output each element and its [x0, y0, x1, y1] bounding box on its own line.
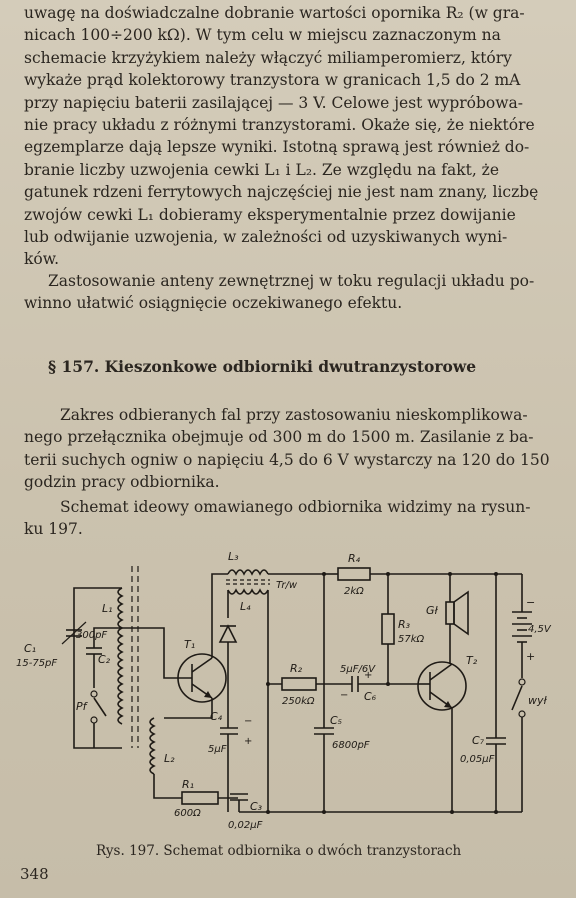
- text-line: wykaże prąd kolektorowy tranzystora w gr…: [24, 71, 521, 90]
- l1-label: L₁: [102, 602, 113, 615]
- capacitor-c3: [230, 793, 248, 801]
- r3-label: R₃: [398, 618, 411, 631]
- text-line: Schemat ideowy omawianego odbiornika wid…: [60, 498, 531, 516]
- text-line: nicach 100÷200 kΩ). W tym celu w miejscu…: [24, 26, 501, 45]
- c6-value: 5μF/6V: [340, 664, 376, 675]
- text-line: nie pracy układu z różnymi tranzystorami…: [24, 116, 535, 135]
- c4-label: C₄: [210, 710, 223, 723]
- variable-capacitor-c1: [61, 621, 87, 645]
- c5-value: 6800pF: [332, 740, 370, 751]
- c4-minus: −: [244, 716, 252, 727]
- r1-value: 600Ω: [174, 808, 201, 819]
- page-number: 348: [20, 865, 49, 883]
- text-line: winno ułatwić osiągnięcie oczekiwanego e…: [24, 294, 403, 313]
- r2-label: R₂: [290, 662, 303, 675]
- pf-label: Pf: [76, 700, 89, 713]
- c1-value: 15-75pF: [16, 658, 57, 669]
- text-line: gatunek rdzeni ferrytowych najczęściej n…: [24, 183, 539, 202]
- c3-label: C₃: [250, 800, 263, 813]
- ferrite-antenna-coil: [117, 566, 139, 748]
- speaker-label: Gł: [426, 604, 439, 617]
- receiver-schematic: C₁ 15-75pF C₂ 300pF L₁ Pf T₁ L₂ R₁ 600Ω: [16, 550, 552, 831]
- c7-value: 0,05μF: [460, 754, 495, 765]
- l3-label: L₃: [228, 550, 239, 563]
- text-line: Zakres odbieranych fal przy zastosowaniu…: [60, 406, 528, 424]
- r4-label: R₄: [348, 552, 361, 565]
- resistor-r2: [281, 677, 317, 691]
- power-switch: [511, 678, 526, 718]
- l4-label: L₄: [240, 600, 251, 613]
- figure-caption: Rys. 197. Schemat odbiornika o dwóch tra…: [96, 843, 462, 859]
- c4-plus: +: [244, 736, 252, 747]
- capacitor-c4: [220, 727, 238, 735]
- diode: [218, 624, 238, 643]
- text-line: schemacie krzyżykiem należy włączyć mili…: [24, 48, 512, 67]
- text-line: godzin pracy odbiornika.: [24, 473, 220, 492]
- text-line: uwagę na doświadczalne dobranie wartości…: [24, 4, 525, 22]
- resistor-r3: [381, 613, 395, 645]
- text-line: lub odwijanie uzwojenia, w zależności od…: [24, 228, 508, 247]
- text-line: ku 197.: [24, 520, 83, 539]
- text-line: przy napięciu baterii zasilającej — 3 V.…: [24, 93, 523, 112]
- range-paragraph: Zakres odbieranych fal przy zastosowaniu…: [24, 404, 554, 494]
- r3-value: 57kΩ: [398, 634, 425, 645]
- text-line: Zastosowanie anteny zewnętrznej w toku r…: [48, 272, 535, 290]
- c6-label: C₆: [364, 690, 377, 703]
- battery-plus: +: [526, 650, 535, 663]
- resistor-r4: [337, 567, 371, 581]
- switch-label: wył: [528, 694, 548, 707]
- battery-value: 4,5V: [528, 624, 552, 635]
- text-line: egzemplarze dają lepsze wyniki. Istotną …: [24, 138, 530, 157]
- capacitor-c7: [486, 737, 506, 745]
- capacitor-c5: [314, 727, 334, 735]
- top-paragraph: uwagę na doświadczalne dobranie wartości…: [24, 2, 554, 271]
- capacitor-c6: [351, 676, 359, 692]
- text-line: ków.: [24, 250, 60, 269]
- section-heading: § 157. Kieszonkowe odbiorniki dwutranzys…: [48, 357, 477, 376]
- battery-minus: −: [526, 596, 535, 609]
- c7-label: C₇: [472, 734, 485, 747]
- r4-value: 2kΩ: [344, 586, 364, 597]
- battery: [512, 611, 532, 643]
- text-line: zwojów cewki L₁ dobieramy eksperymentaln…: [24, 205, 516, 224]
- c5-label: C₅: [330, 714, 342, 727]
- antenna-paragraph: Zastosowanie anteny zewnętrznej w toku r…: [24, 270, 554, 315]
- text-line: branie liczby uzwojenia cewki L₁ i L₂. Z…: [24, 160, 500, 179]
- c4-value: 5μF: [208, 744, 227, 755]
- c6-plus: +: [364, 670, 372, 681]
- text-line: nego przełącznika obejmuje od 300 m do 1…: [24, 428, 534, 447]
- c2-value: 300pF: [76, 630, 107, 641]
- c3-value: 0,02μF: [228, 820, 263, 831]
- transistor-t2: [417, 661, 467, 711]
- schema-paragraph: Schemat ideowy omawianego odbiornika wid…: [24, 496, 554, 541]
- c6-minus: −: [340, 690, 348, 701]
- text-line: terii suchych ogniw o napięciu 4,5 do 6 …: [24, 450, 550, 469]
- resistor-r1: [181, 791, 219, 805]
- t1-label: T₁: [184, 638, 195, 651]
- transformer-label: Tr/w: [276, 580, 298, 591]
- c2-label: C₂: [98, 653, 111, 666]
- t2-label: T₂: [466, 654, 478, 667]
- r1-label: R₁: [182, 778, 194, 791]
- c1-label: C₁: [24, 642, 36, 655]
- band-switch-pf: [90, 690, 107, 724]
- r2-value: 250kΩ: [282, 696, 315, 707]
- l2-label: L₂: [164, 752, 175, 765]
